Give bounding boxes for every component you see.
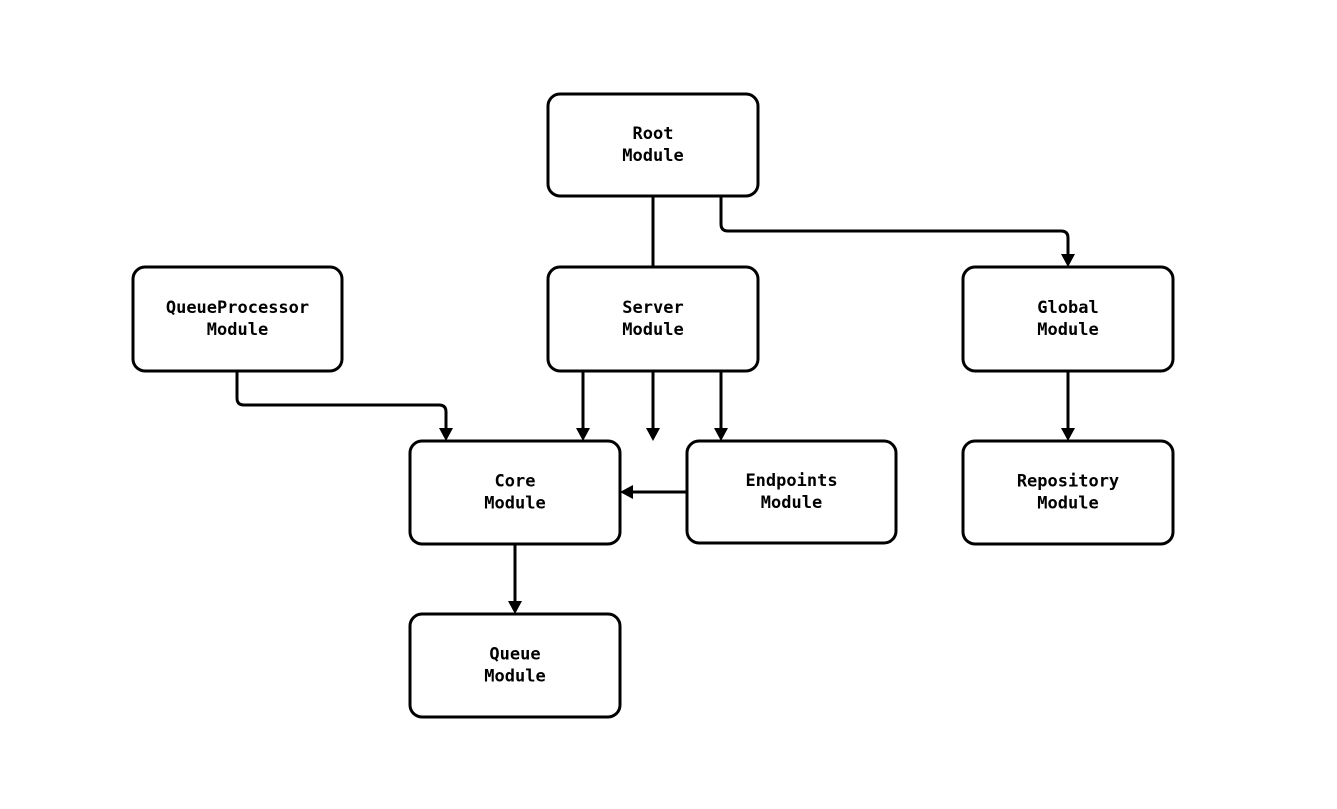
- server-module-label-line1: Server: [622, 298, 683, 318]
- edge-core-to-queue-arrowhead-icon: [508, 601, 522, 614]
- edge-server-to-core: [576, 371, 590, 441]
- edge-server-to-endpoints-arrowhead-icon: [714, 428, 728, 441]
- global-module-box[interactable]: [961, 265, 1175, 373]
- edge-server-to-core-arrowhead-icon: [576, 428, 590, 441]
- edge-root-to-global-line: [719, 196, 1070, 254]
- edge-root-to-server-arrowhead-icon: [646, 428, 660, 441]
- root-module-label-line1: Root: [633, 124, 674, 144]
- server-module-label-line2: Module: [622, 320, 683, 340]
- root-module-label-line2: Module: [622, 146, 683, 166]
- edge-server-to-endpoints: [714, 371, 728, 441]
- edge-root-to-global-arrowhead-icon: [1061, 254, 1075, 267]
- core-module-box[interactable]: [408, 439, 622, 546]
- queue-module-label-line1: Queue: [489, 645, 540, 665]
- edge-global-to-repository: [1061, 371, 1075, 441]
- endpoints-module-label-line2: Module: [761, 493, 822, 513]
- edge-endpoints-to-core: [620, 485, 687, 499]
- queue-module-label-line2: Module: [484, 667, 545, 687]
- endpoints-module-box[interactable]: [685, 439, 898, 545]
- edge-queueprocessor-to-core: [235, 371, 453, 441]
- global-module-label-line1: Global: [1037, 298, 1098, 318]
- edge-queueprocessor-to-core-line: [235, 371, 448, 428]
- server-module-box[interactable]: [546, 265, 760, 373]
- edge-global-to-repository-arrowhead-icon: [1061, 428, 1075, 441]
- repository-module-label-line2: Module: [1037, 494, 1098, 514]
- queueprocessor-module-label-line2: Module: [207, 320, 268, 340]
- queue-module-box[interactable]: [408, 612, 622, 719]
- core-module-label-line1: Core: [495, 472, 536, 492]
- edges-layer: [235, 196, 1075, 614]
- edge-endpoints-to-core-arrowhead-icon: [620, 485, 633, 499]
- edge-core-to-queue: [508, 544, 522, 614]
- core-module-label-line2: Module: [484, 494, 545, 514]
- edge-queueprocessor-to-core-arrowhead-icon: [439, 428, 453, 441]
- edge-root-to-global: [719, 196, 1075, 267]
- endpoints-module-label-line1: Endpoints: [745, 471, 837, 491]
- queueprocessor-module-box[interactable]: [131, 265, 344, 373]
- root-module-box[interactable]: [546, 92, 760, 198]
- queueprocessor-module-label-line1: QueueProcessor: [166, 298, 309, 318]
- repository-module-box[interactable]: [961, 439, 1175, 546]
- global-module-label-line2: Module: [1037, 320, 1098, 340]
- repository-module-label-line1: Repository: [1017, 472, 1119, 492]
